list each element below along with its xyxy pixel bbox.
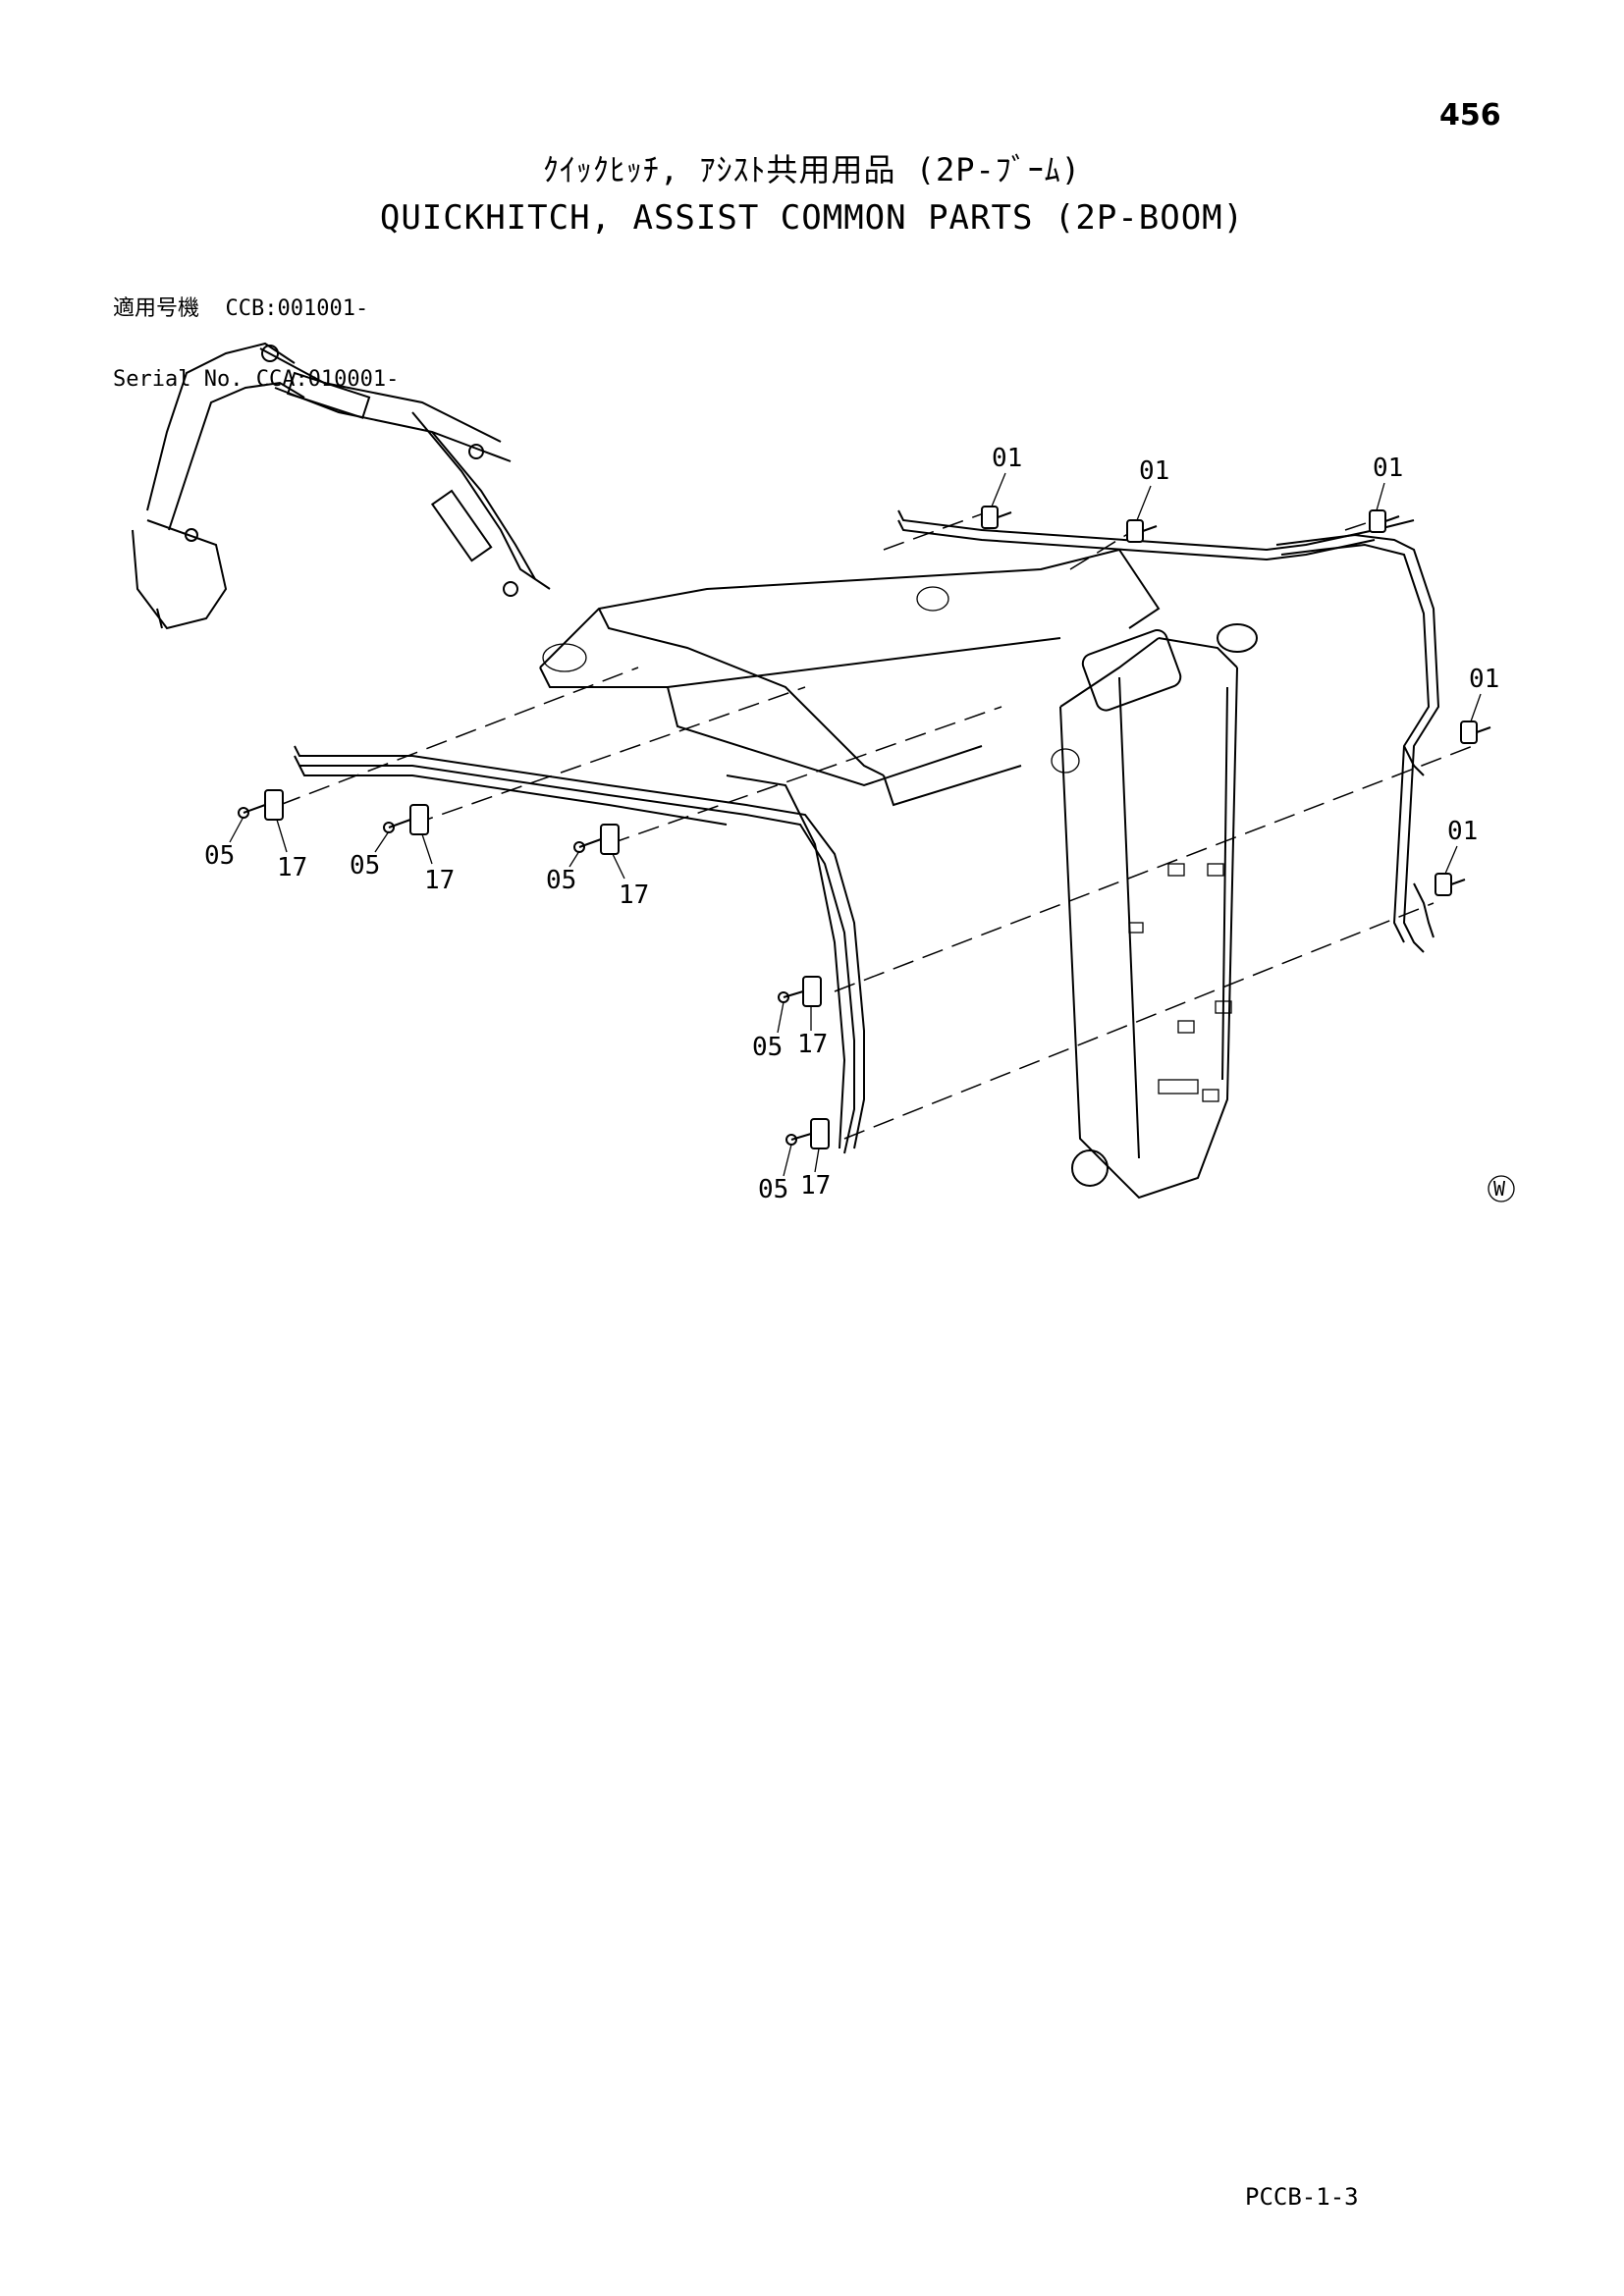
serial-row-applicable: 適用号機 CCB:001001- [113,297,399,321]
callout-17-d: 17 [797,1030,828,1059]
page-number: 456 [1439,98,1501,133]
serial-value-cca: CCA:010001- [255,367,400,392]
callout-01-c: 01 [1373,454,1403,483]
part-callouts: 01 01 01 01 01 05 17 05 17 05 17 05 17 [204,444,1499,1204]
w-mark-letter: W [1493,1177,1506,1201]
callout-01-e: 01 [1447,817,1478,846]
callout-05-a: 05 [204,841,235,871]
callout-01-d: 01 [1469,665,1499,694]
serial-label-jp: 適用号機 [113,296,200,321]
callout-01-b: 01 [1139,456,1169,486]
excavator-thumbnail [132,342,551,630]
callout-05-e: 05 [758,1175,788,1204]
title-english: QUICKHITCH, ASSIST COMMON PARTS (2P-BOOM… [379,198,1245,238]
clamp-01-group [981,506,1491,896]
callout-05-d: 05 [752,1033,783,1062]
callout-17-b: 17 [424,866,455,895]
document-code: PCCB-1-3 [1245,2183,1359,2211]
callout-01-a: 01 [992,444,1022,473]
serial-info: 適用号機 CCB:001001- Serial No. CCA:010001- [113,250,399,439]
callout-17-a: 17 [277,853,307,882]
callout-05-b: 05 [350,851,380,881]
serial-value-ccb: CCB:001001- [225,296,369,321]
callout-17-c: 17 [619,881,649,910]
hydraulic-pipes [294,509,1440,1154]
title-japanese: ｸｲｯｸﾋｯﾁ, ｱｼｽﾄ共用用品 (2P-ﾌﾞｰﾑ) [542,151,1082,188]
exploded-parts-diagram: 01 01 01 01 01 05 17 05 17 05 17 05 17 [132,342,1515,1204]
clamp-17-bolt-05-group [238,789,830,1149]
callout-17-e: 17 [800,1171,831,1201]
serial-label-en: Serial No. [113,367,244,392]
boom-structure [539,548,1258,1200]
callout-05-c: 05 [546,866,576,895]
w-mark-icon: W [1488,1175,1515,1202]
leader-lines [279,509,1474,1140]
serial-row-serial: Serial No. CCA:010001- [113,368,399,392]
